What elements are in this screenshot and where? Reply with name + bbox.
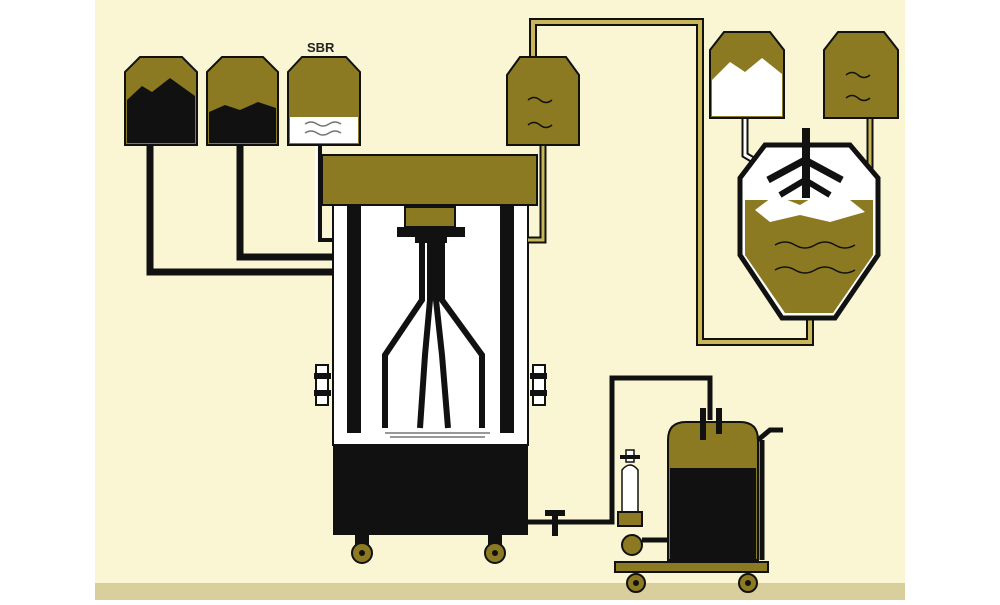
sbr-label: SBR: [307, 40, 335, 55]
liquid-tank-right: [823, 31, 899, 119]
gas-cylinder: [620, 449, 640, 513]
conical-reactor: [737, 128, 881, 321]
sbr-tank: [287, 56, 361, 146]
main-vessel: [314, 154, 547, 564]
feed-pipes-black: [146, 140, 338, 276]
collection-cart: [614, 408, 783, 593]
solid-tank-right: [709, 31, 785, 119]
outlet-line: [528, 375, 713, 536]
hopper-2: [206, 56, 279, 146]
hopper-1: [124, 56, 198, 146]
floor: [95, 583, 905, 600]
liquid-tank-middle: [506, 56, 580, 146]
